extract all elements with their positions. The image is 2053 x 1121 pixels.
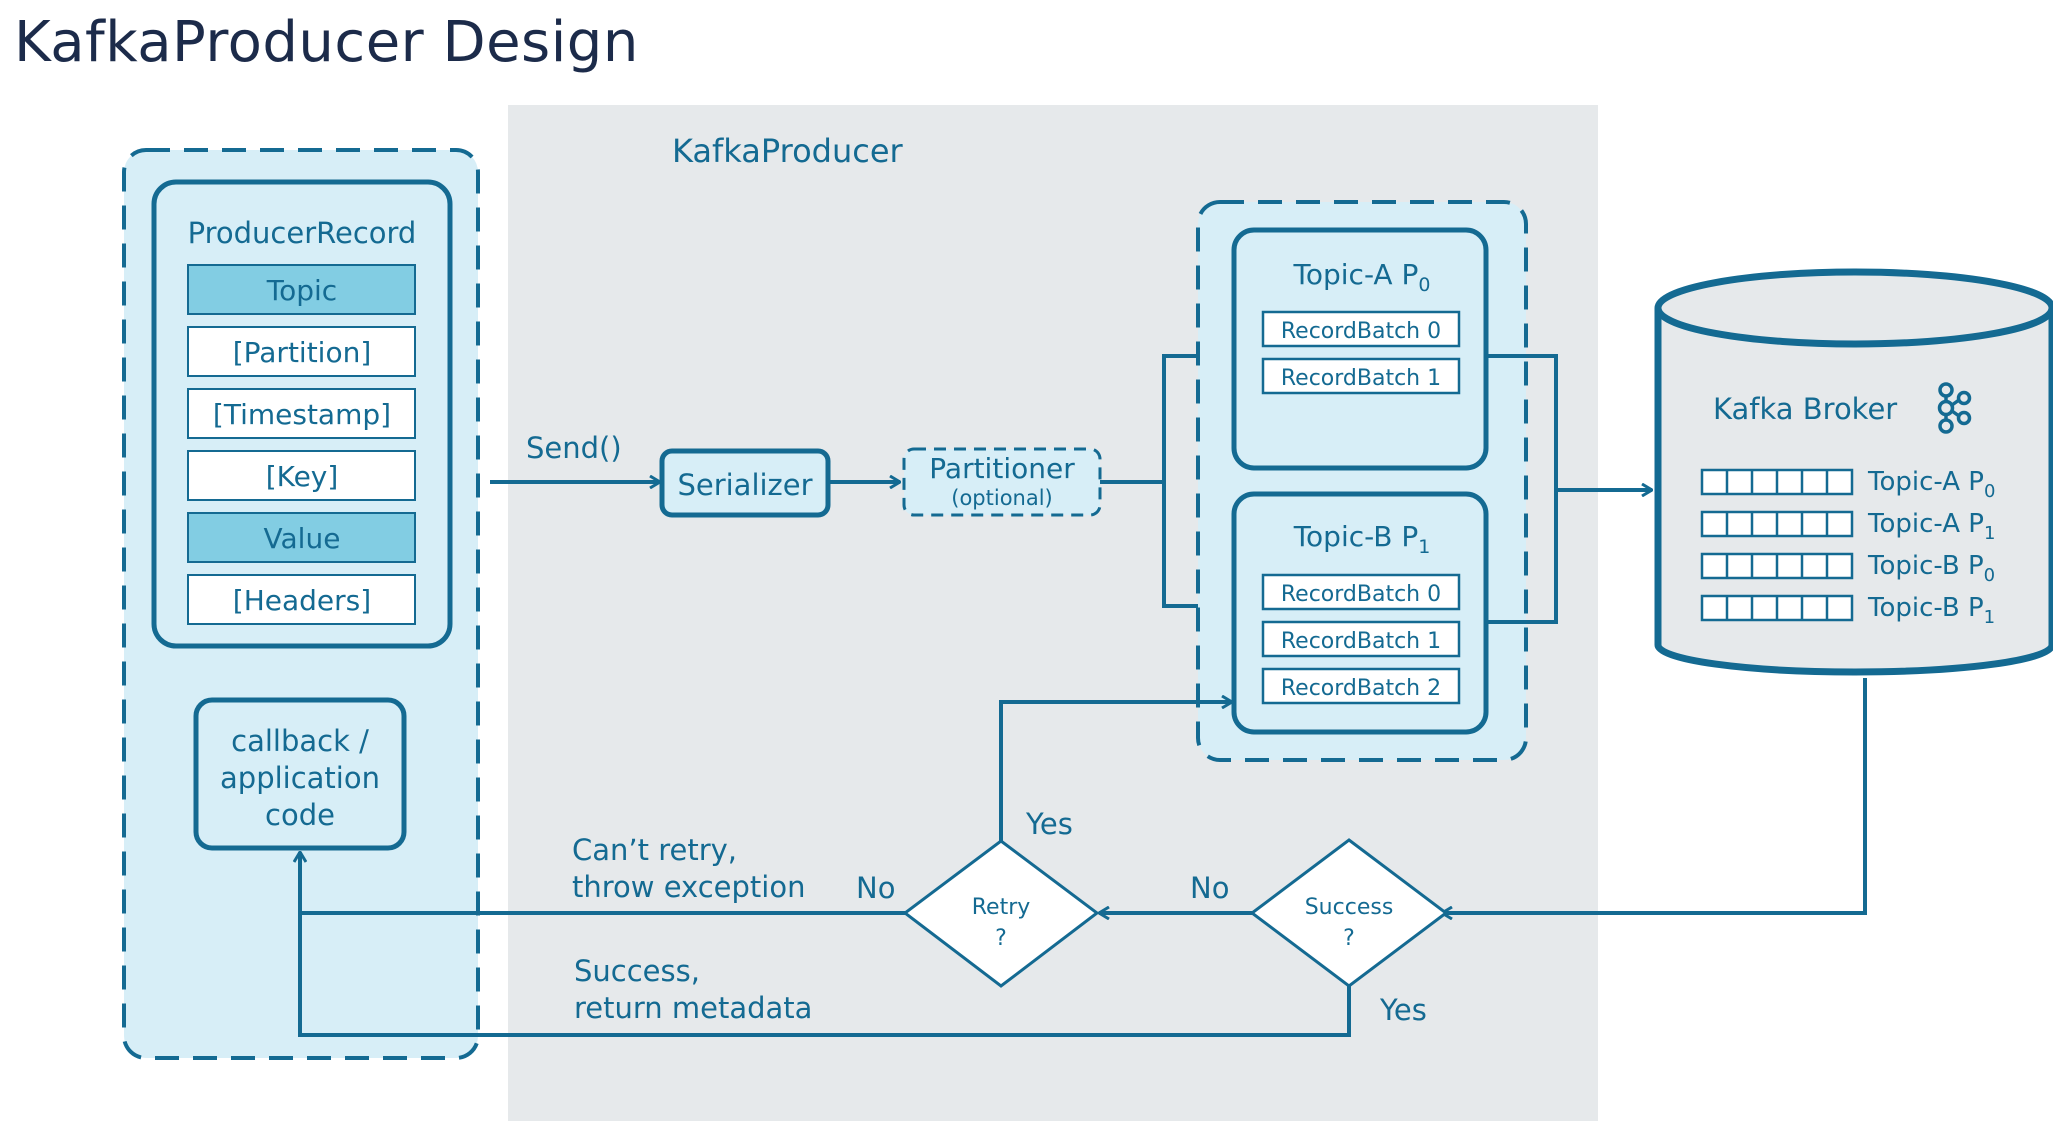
producer-record-fields: Topic [Partition] [Timestamp] [Key] Valu… (187, 264, 416, 625)
kafka-broker: Kafka Broker (1654, 268, 2053, 676)
success-decision-line-1: Success (1305, 895, 1394, 920)
topic-b-batch-1: RecordBatch 1 (1281, 629, 1441, 654)
topic-b-batch-2-box (1261, 667, 1461, 705)
serializer-label: Serializer (677, 468, 812, 502)
topic-a-title: Topic-A P0 (1293, 258, 1431, 296)
topic-b-title: Topic-B P1 (1293, 520, 1431, 558)
retry-no-label: No (856, 871, 895, 905)
field-timestamp-box (187, 388, 416, 439)
broker-log-row-4 (1700, 594, 1854, 622)
topic-b-p1-box: Topic-B P1 RecordBatch 0 RecordBatch 1 R… (1231, 491, 1489, 735)
topic-a-batch-1-box (1261, 357, 1461, 395)
kafka-producer-label: KafkaProducer (672, 132, 904, 170)
success-no-label: No (1190, 871, 1229, 905)
retry-decision-line-1: Retry (972, 895, 1031, 920)
broker-partition-rows (1700, 468, 1854, 622)
field-key-box (187, 450, 416, 501)
topic-b-batch-0: RecordBatch 0 (1281, 582, 1441, 607)
success-decision-line-2: ? (1343, 926, 1355, 951)
retry-decision-line-2: ? (995, 926, 1007, 951)
topic-a-p0-box: Topic-A P0 RecordBatch 0 RecordBatch 1 (1231, 227, 1489, 471)
partitioner-note: (optional) (951, 486, 1053, 510)
field-key: [Key] (266, 460, 339, 493)
field-value: Value (264, 522, 341, 555)
topic-a-batch-1: RecordBatch 1 (1281, 366, 1441, 391)
field-topic: Topic (266, 274, 337, 307)
page-title: KafkaProducer Design (14, 10, 639, 75)
kafka-logo-icon (1937, 382, 1972, 434)
success-return-line-1: Success, (574, 954, 700, 988)
partitioner-box: Partitioner (optional) (902, 447, 1102, 517)
producer-record: ProducerRecord Topic [Partition] [Timest… (151, 179, 453, 649)
retry-yes-label: Yes (1025, 807, 1073, 841)
callback-line-1: callback / (231, 724, 369, 758)
send-label: Send() (526, 431, 622, 465)
field-partition-box (187, 326, 416, 377)
broker-log-row-2 (1700, 510, 1854, 538)
callback-box: callback / application code (193, 697, 407, 851)
producer-record-title: ProducerRecord (188, 216, 417, 250)
field-value-box (187, 512, 416, 563)
field-topic-box (187, 264, 416, 315)
success-yes-line (298, 913, 1351, 1037)
topic-b-batch-2: RecordBatch 2 (1281, 676, 1441, 701)
broker-partition-label-2: Topic-A P1 (1867, 509, 1995, 544)
broker-label: Kafka Broker (1713, 392, 1897, 426)
retry-decision: Retry ? (902, 839, 1100, 988)
field-timestamp: [Timestamp] (213, 398, 391, 431)
broker-partition-label-3: Topic-B P0 (1867, 551, 1995, 586)
cant-retry-line-2: throw exception (572, 870, 805, 904)
broker-log-row-3 (1700, 552, 1854, 580)
field-partition: [Partition] (233, 336, 372, 369)
broker-log-row-1 (1700, 468, 1854, 496)
topic-a-batch-0-box (1261, 310, 1461, 348)
broker-partition-label-1: Topic-A P0 (1867, 467, 1995, 502)
partitioner-label: Partitioner (929, 452, 1075, 485)
serializer-box: Serializer (659, 448, 831, 518)
broker-partition-label-4: Topic-B P1 (1867, 593, 1995, 628)
success-yes-label: Yes (1379, 993, 1427, 1027)
cant-retry-line-1: Can’t retry, (572, 833, 737, 867)
topic-b-batch-0-box (1261, 573, 1461, 611)
field-headers-box (187, 574, 416, 625)
topics-to-broker-arrows (1488, 354, 1652, 624)
topic-b-batch-1-box (1261, 620, 1461, 658)
success-return-line-2: return metadata (574, 991, 812, 1025)
field-headers: [Headers] (233, 584, 371, 617)
topic-a-batch-0: RecordBatch 0 (1281, 319, 1441, 344)
callback-line-2: application (220, 761, 380, 795)
retry-yes-arrow (999, 702, 1232, 841)
callback-line-3: code (265, 798, 335, 832)
broker-response-arrow (1442, 678, 1867, 913)
